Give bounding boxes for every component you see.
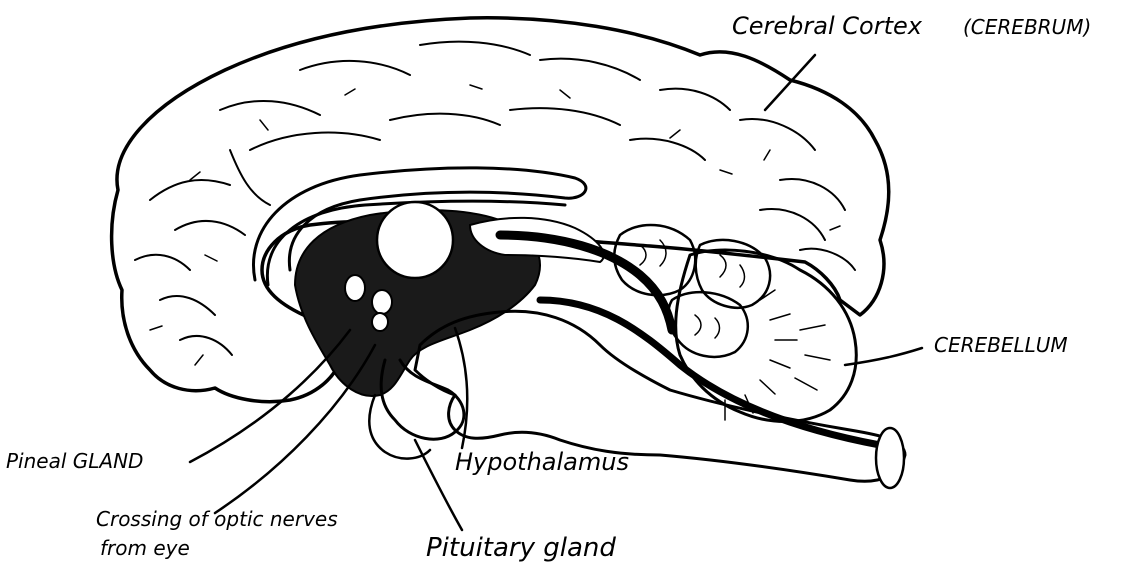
cerebrum [112, 18, 889, 402]
label-optic-crossing-line1: Crossing of optic nerves [96, 507, 338, 531]
label-pituitary-gland: Pituitary gland [426, 533, 616, 563]
label-pineal-gland: Pineal GLAND [6, 449, 143, 473]
label-optic-crossing-line2: from eye [100, 536, 190, 560]
label-cerebral-cortex: Cerebral Cortex [732, 12, 923, 40]
label-cerebrum: (CEREBRUM) [963, 15, 1091, 39]
label-cerebellum: CEREBELLUM [934, 333, 1068, 357]
label-hypothalamus: Hypothalamus [455, 448, 629, 476]
